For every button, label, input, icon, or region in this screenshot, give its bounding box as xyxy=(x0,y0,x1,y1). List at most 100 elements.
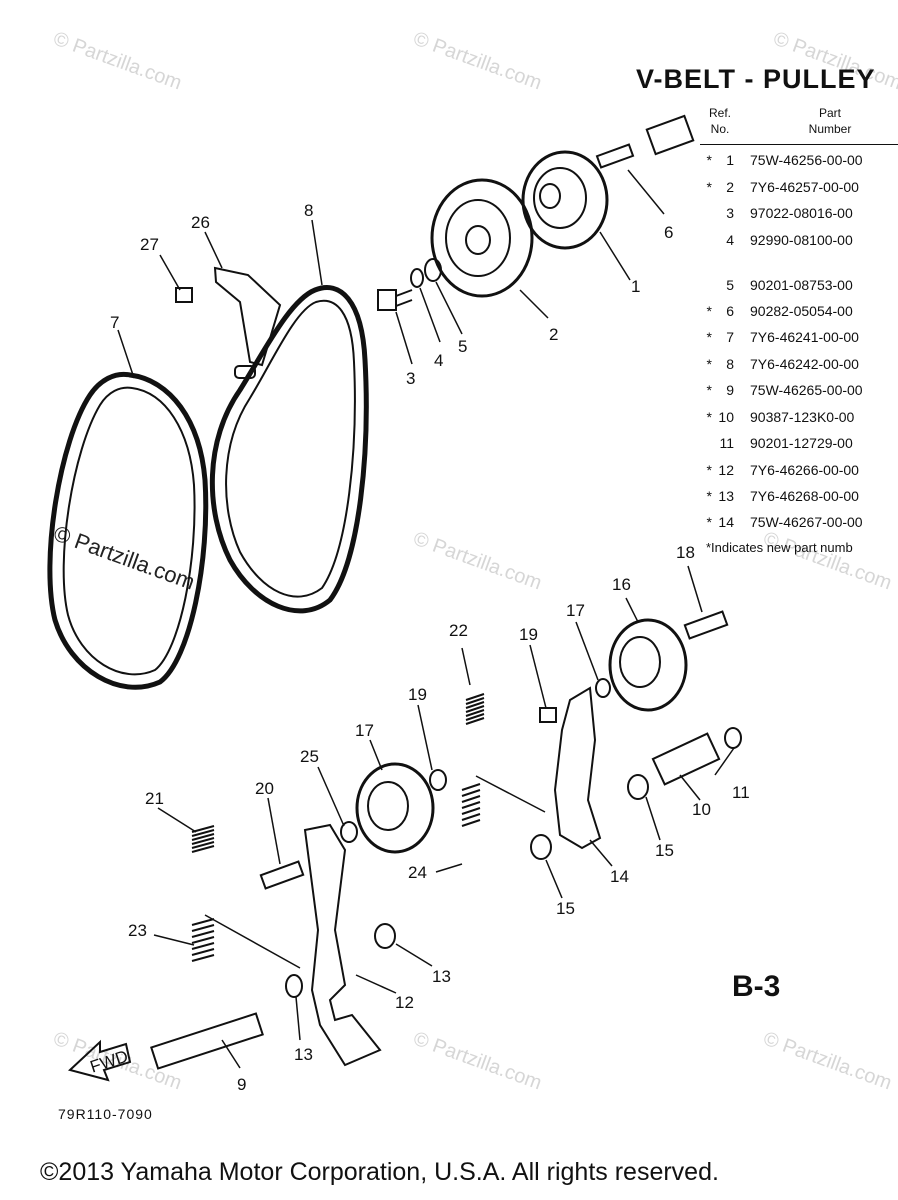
parts-table-row: * 8 7Y6-46242-00-00 xyxy=(700,354,859,374)
new-part-marker: * xyxy=(706,303,712,319)
ref-number: 3 xyxy=(726,205,734,221)
ref-header: Ref. No. xyxy=(700,105,740,137)
ref-number: 12 xyxy=(718,462,734,478)
callout-19-a: 19 xyxy=(519,625,538,644)
spring-21 xyxy=(191,825,215,853)
part-number: 97022-08016-00 xyxy=(750,205,853,221)
v-belt-8 xyxy=(209,285,369,614)
shaft-9 xyxy=(150,1012,264,1070)
spring-line-b xyxy=(204,914,301,969)
diagram-title: V-BELT - PULLEY xyxy=(636,64,876,94)
pulley-16-outer xyxy=(608,618,688,712)
part-number: 75W-46256-00-00 xyxy=(750,152,863,168)
v-belt-8-inner xyxy=(225,299,356,598)
spring-22 xyxy=(465,693,485,725)
collar-15-upper xyxy=(627,774,649,800)
ref-number: 8 xyxy=(726,356,734,372)
pulley-17-outer xyxy=(355,762,435,854)
ref-header-line2: No. xyxy=(710,122,730,136)
ref-header-line1: Ref. xyxy=(708,106,731,120)
callout-9: 9 xyxy=(237,1075,246,1094)
callout-12: 12 xyxy=(395,993,414,1012)
callout-4: 4 xyxy=(434,351,443,370)
part-number: 7Y6-46257-00-00 xyxy=(750,179,859,195)
part-number: 90201-08753-00 xyxy=(750,277,853,293)
nut-19-right xyxy=(539,707,557,723)
pulley-1-outer xyxy=(521,150,609,250)
pulley-1-inner xyxy=(533,167,587,229)
parts-table-row: * 12 7Y6-46266-00-00 xyxy=(700,460,859,480)
fwd-arrow-shape xyxy=(67,1039,132,1082)
callout-15-b: 15 xyxy=(556,899,575,918)
part-header-line1: Part xyxy=(818,106,841,120)
pulley-1-hub xyxy=(539,183,561,209)
v-belt-7-inner xyxy=(62,386,196,676)
callout-2: 2 xyxy=(549,325,558,344)
callout-3: 3 xyxy=(406,369,415,388)
bracket-26-stud xyxy=(234,365,256,379)
part-number: 7Y6-46242-00-00 xyxy=(750,356,859,372)
callout-25: 25 xyxy=(300,747,319,766)
ref-number: 9 xyxy=(726,382,734,398)
washer-5 xyxy=(424,258,442,282)
part-number: 7Y6-46268-00-00 xyxy=(750,488,859,504)
pulley-2-outer xyxy=(430,178,534,298)
ref-number: 14 xyxy=(718,514,734,530)
collar-19-left xyxy=(429,769,447,791)
spacer-10 xyxy=(651,732,721,786)
callout-10: 10 xyxy=(692,800,711,819)
shaft xyxy=(645,114,695,156)
collar-13-upper xyxy=(374,923,396,949)
callout-11: 11 xyxy=(732,783,750,802)
callout-17-a: 17 xyxy=(566,601,585,620)
part-number: 7Y6-46266-00-00 xyxy=(750,462,859,478)
collar-15-lower xyxy=(530,834,552,860)
copyright-notice: ©2013 Yamaha Motor Corporation, U.S.A. A… xyxy=(40,1158,719,1186)
washer-11 xyxy=(724,727,742,749)
callout-18: 18 xyxy=(676,543,695,562)
part-number: 75W-46267-00-00 xyxy=(750,514,863,530)
new-part-marker: * xyxy=(706,382,712,398)
callout-20: 20 xyxy=(255,779,274,798)
pulley-17-inner xyxy=(367,781,409,831)
page-id: B-3 xyxy=(732,970,781,1003)
ref-number: 5 xyxy=(726,277,734,293)
callout-13-b: 13 xyxy=(294,1045,313,1064)
header-divider xyxy=(700,144,898,145)
bolt-3-shank xyxy=(395,289,413,297)
parts-table-row: * 6 90282-05054-00 xyxy=(700,301,853,321)
callout-23: 23 xyxy=(128,921,147,940)
new-part-marker: * xyxy=(706,514,712,530)
part-header-line2: Number xyxy=(808,122,852,136)
callout-5: 5 xyxy=(458,337,467,356)
v-belt-7 xyxy=(47,371,209,690)
part-header: Part Number xyxy=(775,105,885,137)
bolt-27 xyxy=(175,287,193,303)
spring-23 xyxy=(191,918,215,962)
callout-15-a: 15 xyxy=(655,841,674,860)
parts-table-row: * 14 75W-46267-00-00 xyxy=(700,512,863,532)
parts-table-row: 5 90201-08753-00 xyxy=(700,275,853,295)
callout-6: 6 xyxy=(664,223,673,242)
part-number: 90282-05054-00 xyxy=(750,303,853,319)
ref-number: 6 xyxy=(726,303,734,319)
bolt-18 xyxy=(683,610,729,640)
new-part-marker: * xyxy=(706,462,712,478)
washer-17-right xyxy=(595,678,611,698)
pulley-2-hub xyxy=(465,225,491,255)
ref-number: 13 xyxy=(718,488,734,504)
callout-26: 26 xyxy=(191,213,210,232)
ref-number: 7 xyxy=(726,329,734,345)
ref-number: 1 xyxy=(726,152,734,168)
ref-number: 2 xyxy=(726,179,734,195)
new-part-marker: * xyxy=(706,356,712,372)
callout-7: 7 xyxy=(110,313,119,332)
